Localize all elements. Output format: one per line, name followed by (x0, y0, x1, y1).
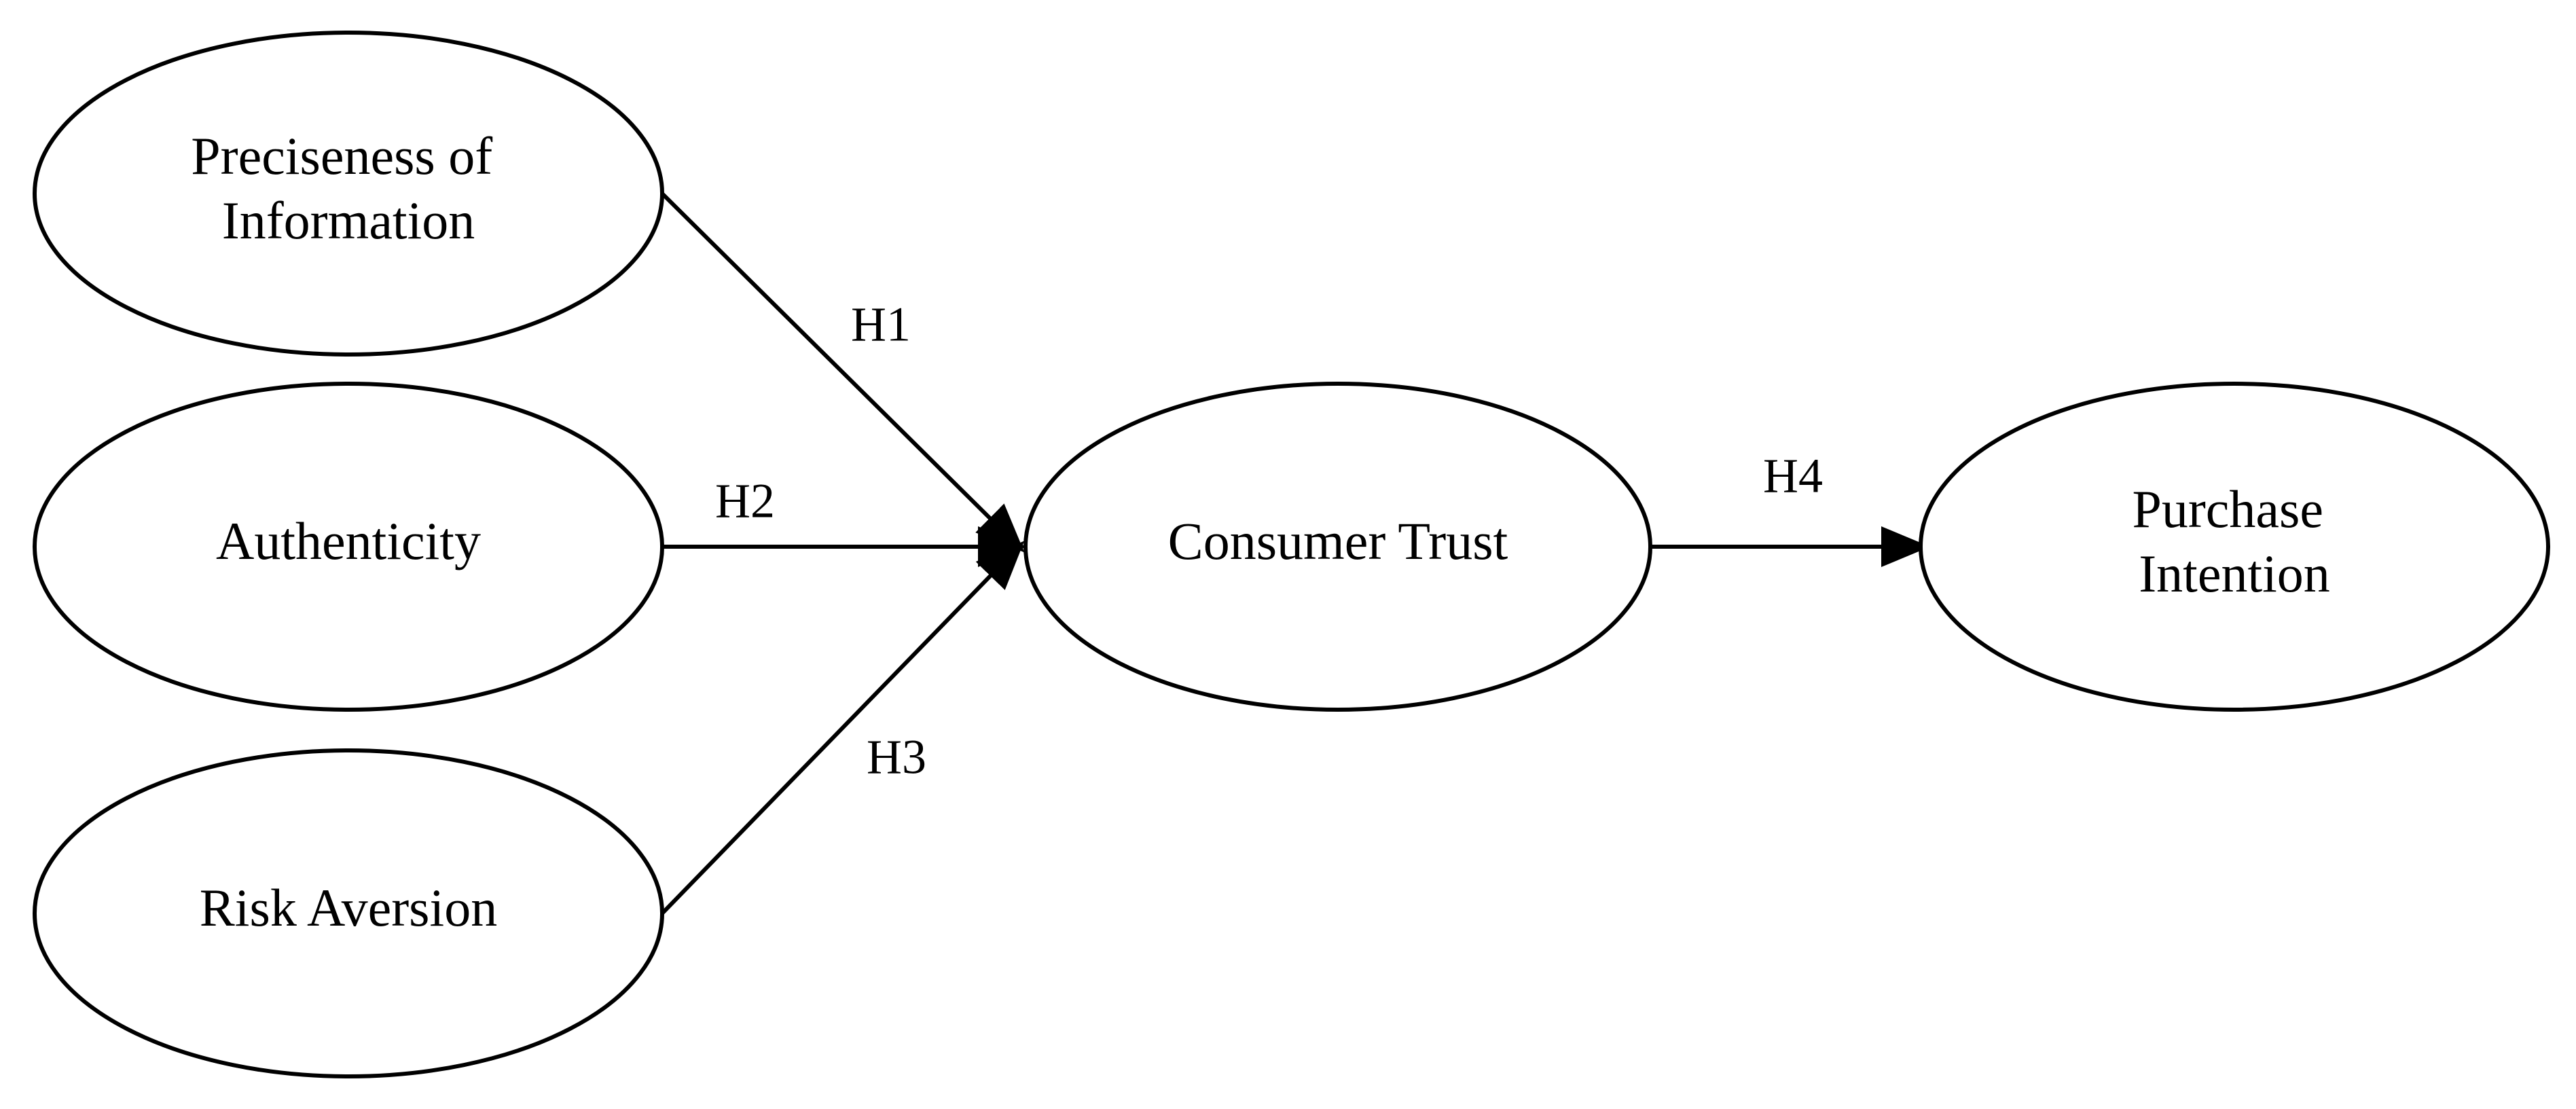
node-precision-label-line-2: Information (222, 191, 475, 250)
edge-label-h4: H4 (1763, 449, 1823, 503)
node-trust-ellipse (1023, 382, 1652, 712)
node-authenticity: Authenticity (33, 382, 664, 712)
edge-h3-line (660, 541, 1025, 915)
edge-h1-line (660, 192, 1025, 553)
node-purchase-label-line-2: Intention (2139, 544, 2330, 603)
node-trust-label: Consumer Trust (1168, 511, 1508, 570)
edge-label-h1: H1 (851, 297, 911, 352)
edge-labels-group: H1 H2 H3 H4 (715, 297, 1823, 784)
edges-group (660, 192, 1930, 915)
edge-label-h2: H2 (715, 474, 775, 528)
node-risk-ellipse (33, 748, 664, 1078)
node-purchase-label: Purchase Intention (2132, 479, 2336, 603)
node-authenticity-ellipse (33, 382, 664, 712)
node-risk: Risk Aversion (33, 748, 664, 1078)
node-precision-label-line-1: Preciseness of (191, 126, 492, 185)
node-purchase: Purchase Intention (1919, 382, 2550, 712)
node-authenticity-label: Authenticity (216, 511, 481, 570)
node-purchase-ellipse (1919, 382, 2550, 712)
node-precision-ellipse (33, 31, 664, 357)
node-trust: Consumer Trust (1023, 382, 1652, 712)
node-purchase-label-line-1: Purchase (2132, 479, 2323, 539)
node-precision: Preciseness of Information (33, 31, 664, 357)
edge-label-h3: H3 (867, 730, 926, 784)
node-precision-label: Preciseness of Information (191, 126, 506, 250)
node-risk-label: Risk Aversion (200, 878, 497, 937)
